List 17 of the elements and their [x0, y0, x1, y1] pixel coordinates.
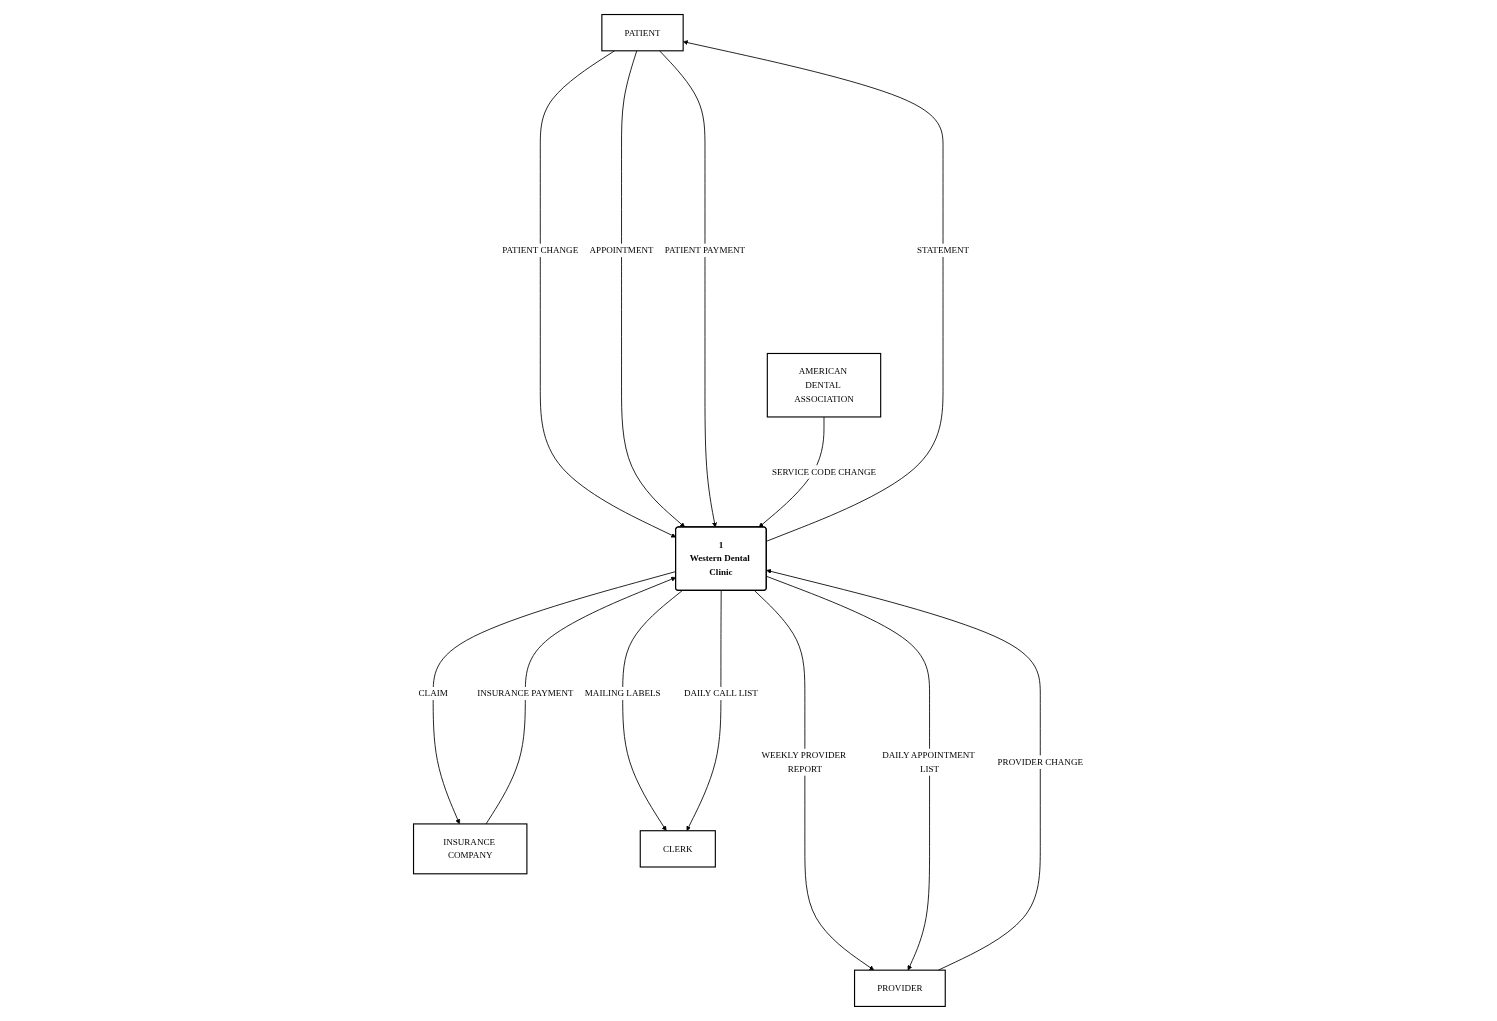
edge-label: PATIENT CHANGE [502, 245, 579, 255]
node-box: AMERICAN DENTAL ASSOCIATION [767, 352, 882, 418]
edge-label: MAILING LABELS [585, 688, 661, 699]
node-box: PATIENT [601, 14, 684, 52]
edge-label: APPOINTMENT [589, 245, 654, 255]
edge-label: DAILY CALL LIST [684, 688, 759, 699]
edge-label: WEEKLY PROVIDER REPORT [761, 750, 847, 774]
node-box: CLERK [639, 830, 717, 868]
edge-label: INSURANCE PAYMENT [477, 688, 574, 699]
edge-label: CLAIM [418, 688, 449, 699]
edge-label: PATIENT PAYMENT [665, 245, 746, 255]
edge-label: DAILY APPOINTMENT LIST [882, 750, 975, 774]
node-box: PROVIDER [854, 969, 947, 1007]
node-box: INSURANCE COMPANY [413, 823, 528, 875]
edge-label: PROVIDER CHANGE [997, 757, 1084, 767]
edge-label: SERVICE CODE CHANGE [772, 466, 877, 477]
edge-label: STATEMENT [917, 245, 970, 255]
